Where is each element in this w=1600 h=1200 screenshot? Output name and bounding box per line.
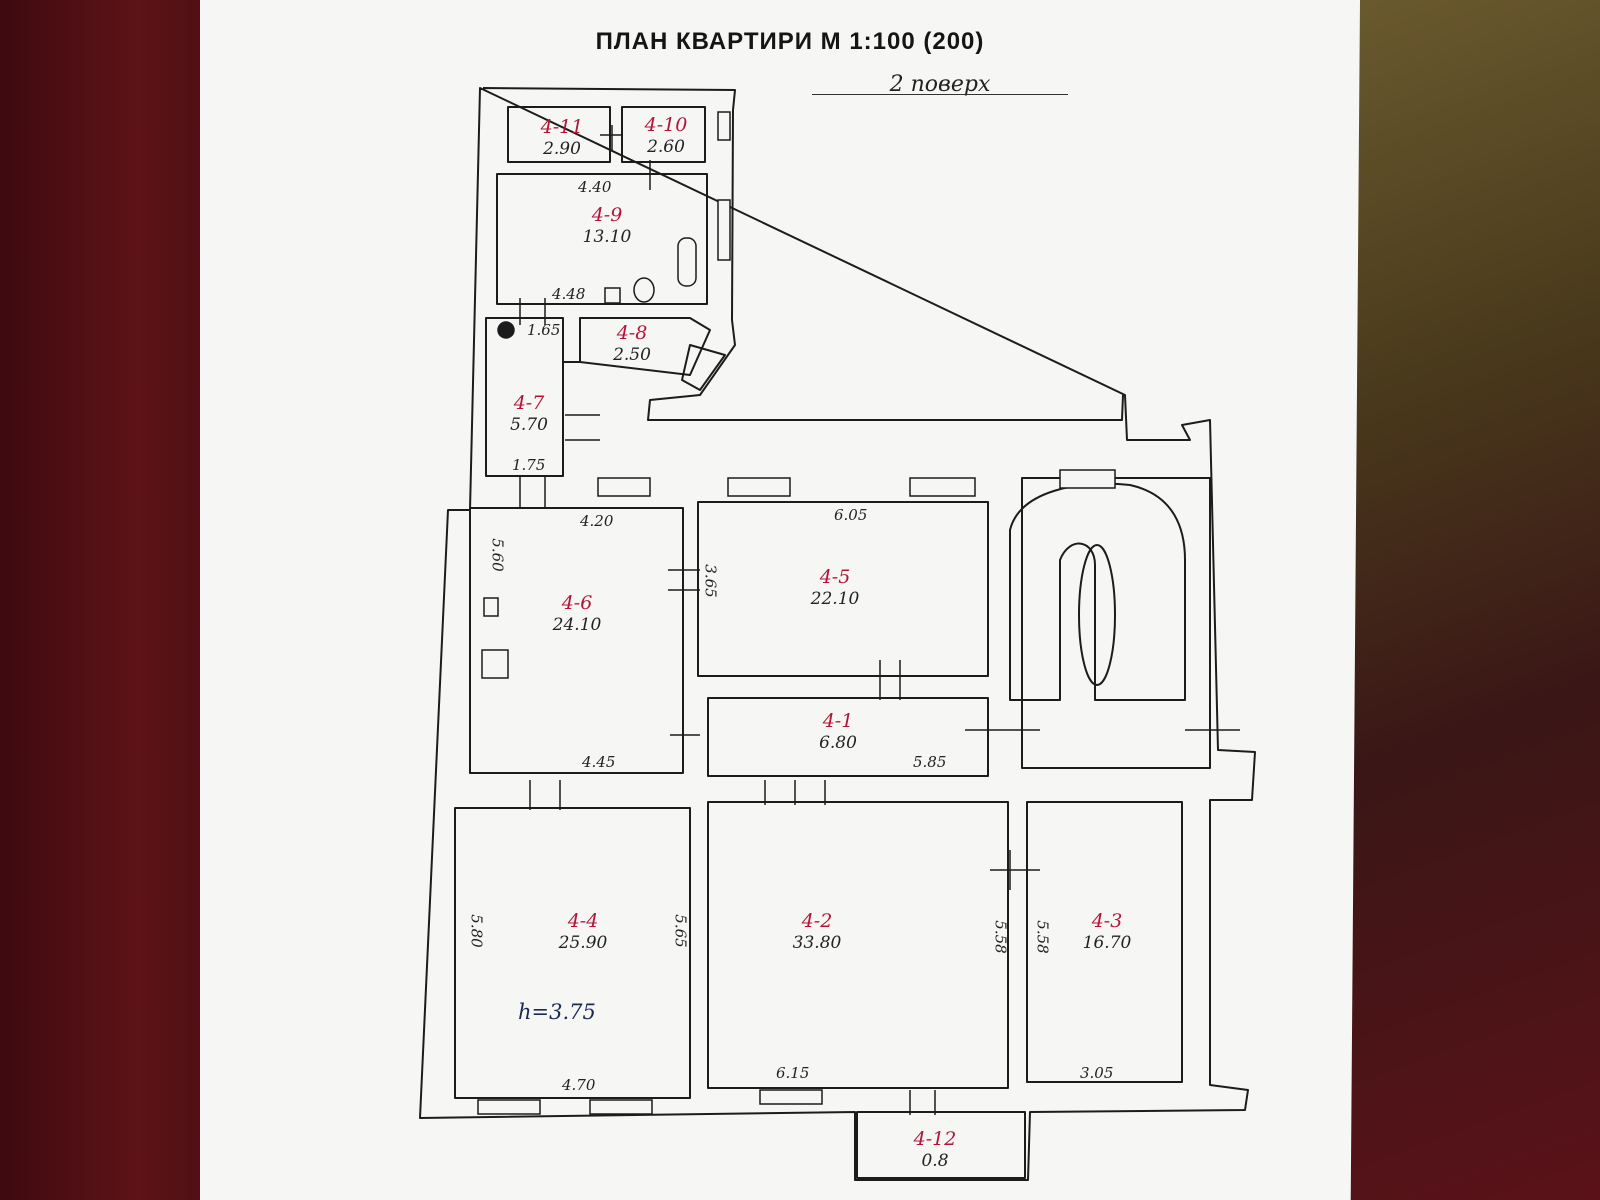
- room-4-2: 4-2 33.80: [782, 912, 852, 952]
- room-area: 25.90: [558, 933, 608, 953]
- room-area: 6.80: [819, 733, 857, 753]
- room-4-3-outline: [1026, 801, 1183, 1083]
- background-right: [1340, 0, 1600, 1200]
- room-id: 4-12: [913, 1128, 957, 1150]
- window: [909, 477, 976, 497]
- room-id: 4-10: [644, 114, 688, 136]
- dim-r1-bottom: 5.85: [913, 753, 947, 771]
- dim-r9-bottom: 4.48: [552, 285, 586, 303]
- room-4-7-outline: [485, 317, 564, 477]
- floor-note-underline: [812, 94, 1068, 95]
- dim-r8-left: 1.65: [527, 321, 561, 339]
- room-area: 5.70: [510, 415, 548, 435]
- room-area: 24.10: [552, 615, 602, 635]
- window: [759, 1089, 823, 1105]
- dim-r6-top: 4.20: [580, 512, 614, 530]
- dim-r4-bottom: 4.70: [562, 1076, 596, 1094]
- room-4-4-outline: [454, 807, 691, 1099]
- room-area: 22.10: [810, 589, 860, 609]
- room-id: 4-1: [822, 710, 854, 732]
- outer-wall: [419, 87, 1256, 1181]
- room-id: 4-3: [1091, 910, 1123, 932]
- room-area: 0.8: [921, 1151, 949, 1171]
- room-area: 2.60: [647, 137, 685, 157]
- room-id: 4-4: [567, 910, 599, 932]
- room-id: 4-11: [540, 116, 584, 138]
- window: [717, 199, 731, 261]
- room-id: 4-5: [819, 566, 851, 588]
- room-4-11: 4-11 2.90: [532, 118, 592, 158]
- plan-title: ПЛАН КВАРТИРИ М 1:100 (200): [595, 28, 985, 55]
- ceiling-height-note: h=3.75: [518, 1000, 596, 1024]
- room-4-9-outline: [496, 173, 708, 305]
- room-4-1-outline: [707, 697, 989, 777]
- window: [1059, 469, 1116, 489]
- paper-sheet: [200, 0, 1360, 1200]
- window: [727, 477, 791, 497]
- window: [597, 477, 651, 497]
- background-left: [0, 0, 230, 1200]
- room-4-3: 4-3 16.70: [1072, 912, 1142, 952]
- room-4-6: 4-6 24.10: [542, 594, 612, 634]
- dim-r2-right: 5.58: [991, 920, 1010, 954]
- staircase-outline: [1021, 477, 1211, 769]
- dim-r2-bottom: 6.15: [776, 1064, 810, 1082]
- dim-r3-left: 5.58: [1033, 920, 1052, 954]
- room-4-9: 4-9 13.10: [572, 206, 642, 246]
- dim-r6-side: 5.60: [488, 538, 507, 572]
- window: [589, 1099, 653, 1115]
- room-4-8-outline: [579, 317, 711, 376]
- room-4-8: 4-8 2.50: [602, 324, 662, 364]
- window: [717, 111, 731, 141]
- toilet-icon: [633, 277, 655, 303]
- dim-r6-bottom: 4.45: [582, 753, 616, 771]
- room-4-12: 4-12 0.8: [905, 1130, 965, 1170]
- room-area: 2.90: [543, 139, 581, 159]
- room-4-4: 4-4 25.90: [548, 912, 618, 952]
- room-4-5-outline: [697, 501, 989, 677]
- dim-r4-right: 5.65: [671, 914, 690, 948]
- room-id: 4-8: [616, 322, 648, 344]
- room-area: 13.10: [582, 227, 632, 247]
- room-area: 33.80: [792, 933, 842, 953]
- vent-icon: [483, 597, 499, 617]
- dim-r3-bottom: 3.05: [1080, 1064, 1114, 1082]
- sink-icon: [604, 287, 621, 304]
- room-id: 4-6: [561, 592, 593, 614]
- staircase-spiral: [1009, 482, 1186, 701]
- room-4-6-outline: [469, 507, 684, 774]
- room-id: 4-9: [591, 204, 623, 226]
- room-4-2-outline: [707, 801, 1009, 1089]
- room-id: 4-7: [513, 392, 545, 414]
- bathtub-icon: [677, 237, 697, 287]
- room-area: 16.70: [1082, 933, 1132, 953]
- floor-note: 2 поверх: [889, 72, 991, 97]
- boiler-icon: [497, 321, 515, 339]
- room-4-5: 4-5 22.10: [800, 568, 870, 608]
- dim-r7-bottom: 1.75: [512, 456, 546, 474]
- window: [477, 1099, 541, 1115]
- dim-r5-top: 6.05: [834, 506, 868, 524]
- dim-r5-side: 3.65: [701, 564, 720, 598]
- dim-r9-top: 4.40: [578, 178, 612, 196]
- room-4-7: 4-7 5.70: [504, 394, 554, 434]
- room-4-1: 4-1 6.80: [808, 712, 868, 752]
- room-4-10: 4-10 2.60: [636, 116, 696, 156]
- balcony-outline: [856, 1111, 1026, 1179]
- dim-r4-left: 5.80: [467, 914, 486, 948]
- room-area: 2.50: [613, 345, 651, 365]
- stairwell: [1078, 544, 1116, 686]
- room-id: 4-2: [801, 910, 833, 932]
- stove-icon: [481, 649, 509, 679]
